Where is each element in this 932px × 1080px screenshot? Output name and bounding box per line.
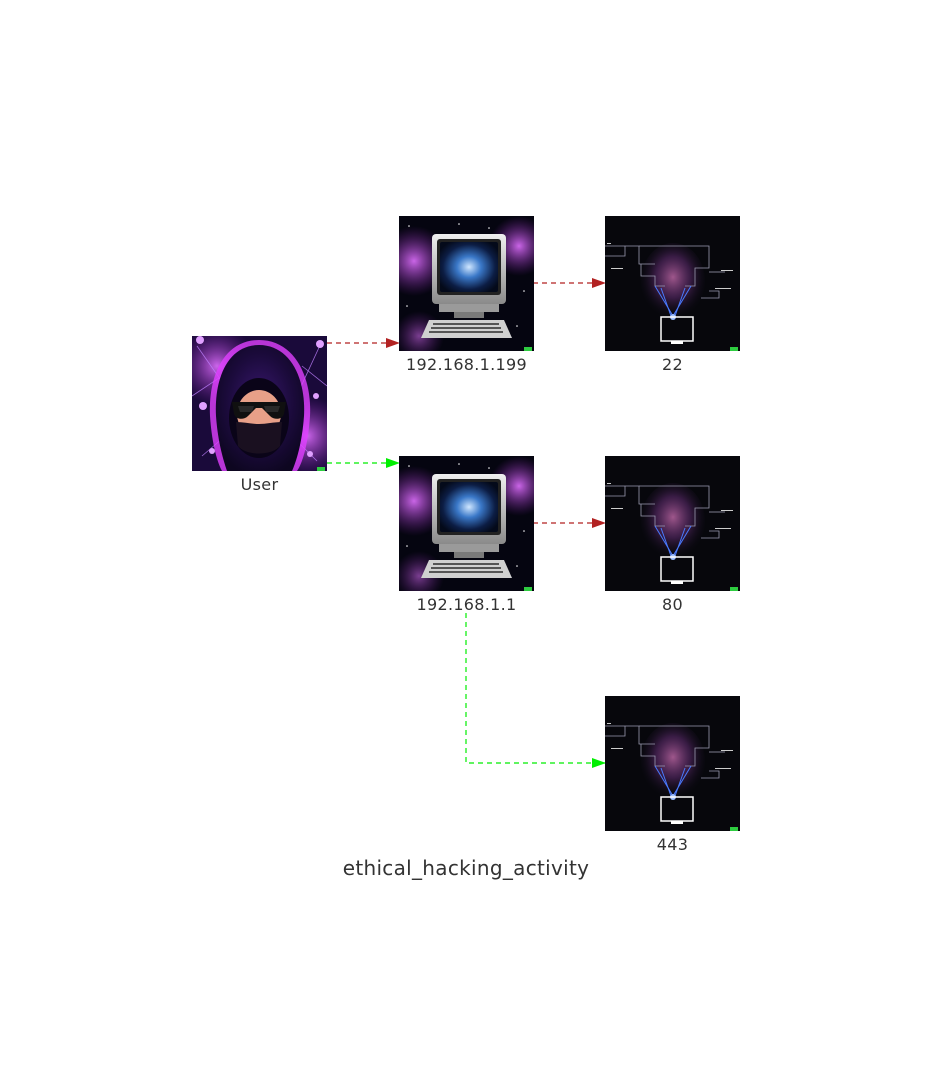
node-label: 443 [656, 835, 689, 854]
node-label: 192.168.1.199 [406, 355, 527, 374]
computer-icon [399, 216, 534, 351]
node-port-443[interactable]: 443 [605, 696, 740, 854]
node-port-80[interactable]: 80 [605, 456, 740, 614]
computer-icon [399, 456, 534, 591]
node-host-192-168-1-1[interactable]: 192.168.1.1 [399, 456, 534, 614]
network-port-icon [605, 216, 740, 351]
node-host-192-168-1-199[interactable]: 192.168.1.199 [399, 216, 534, 374]
node-port-22[interactable]: 22 [605, 216, 740, 374]
hacker-avatar-icon [192, 336, 327, 471]
network-port-icon [605, 456, 740, 591]
node-label: 192.168.1.1 [416, 595, 517, 614]
node-label: User [240, 475, 279, 494]
node-user[interactable]: User [192, 336, 327, 494]
node-label: 22 [662, 355, 683, 374]
node-label: 80 [662, 595, 683, 614]
network-port-icon [605, 696, 740, 831]
diagram-title: ethical_hacking_activity [342, 856, 590, 880]
edge-192-168-1-1-to-443 [465, 613, 606, 768]
